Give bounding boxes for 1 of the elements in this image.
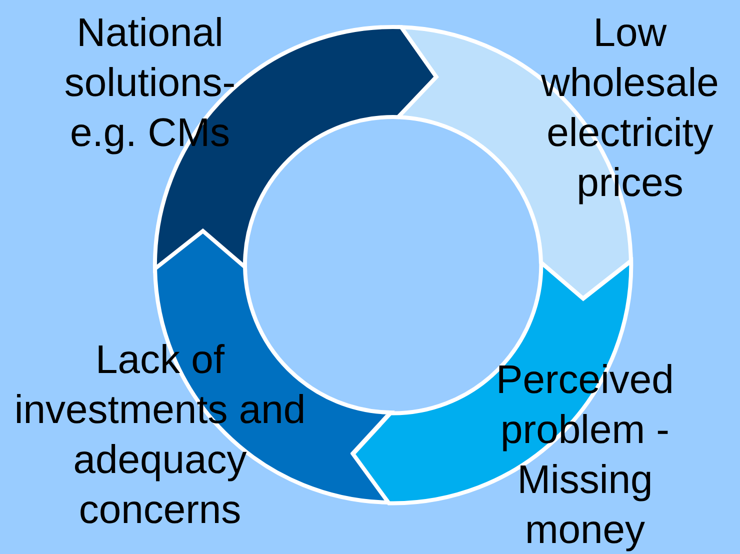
- cycle-label: Low wholesale electricity prices: [540, 10, 720, 207]
